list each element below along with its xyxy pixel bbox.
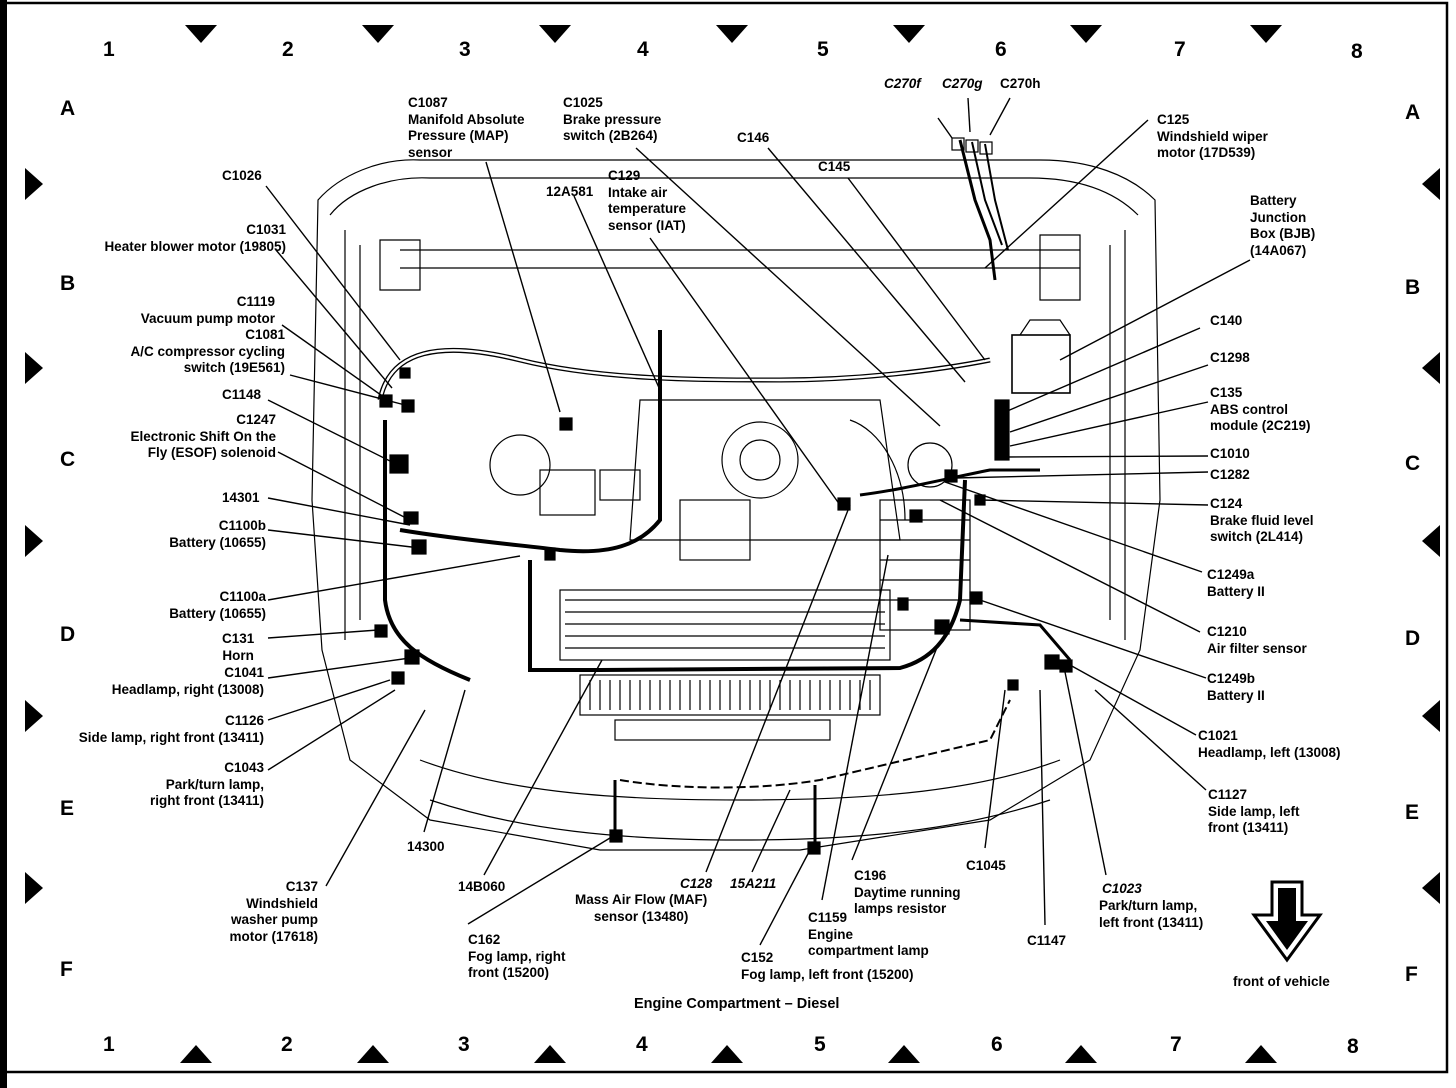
grid-col-top-3: 3 — [459, 38, 471, 61]
label-c1010: C1010 — [1210, 446, 1250, 461]
label-c131: C131 Horn — [222, 631, 255, 663]
grid-col-bottom-6: 6 — [991, 1033, 1003, 1056]
label-c135: C135 ABS control module (2C219) — [1210, 385, 1311, 433]
label-c128-desc: Mass Air Flow (MAF) sensor (13480) — [575, 892, 708, 924]
label-c1247: C1247 Electronic Shift On the Fly (ESOF)… — [130, 412, 276, 460]
grid-row-left-c: C — [60, 448, 76, 471]
grid-col-bottom-5: 5 — [814, 1033, 826, 1056]
label-c1298: C1298 — [1210, 350, 1250, 365]
front-arrow-icon — [1251, 880, 1323, 963]
left-zone-markers — [25, 168, 43, 904]
label-12a581: 12A581 — [546, 184, 594, 199]
label-c1127: C1127 Side lamp, left front (13411) — [1208, 787, 1300, 835]
label-c1023: C1023 — [1102, 881, 1142, 896]
label-c1021: C1021 Headlamp, left (13008) — [1198, 728, 1341, 760]
label-14b060: 14B060 — [458, 879, 506, 894]
grid-col-top-4: 4 — [637, 38, 649, 61]
label-c129: C129 Intake air temperature sensor (IAT) — [608, 168, 687, 233]
label-c270g: C270g — [942, 76, 983, 91]
front-of-vehicle-label: front of vehicle — [1233, 974, 1330, 989]
label-c162: C162 Fog lamp, right front (15200) — [468, 932, 566, 980]
grid-col-bottom-4: 4 — [636, 1033, 648, 1056]
label-15a211: 15A211 — [730, 876, 777, 891]
label-c140: C140 — [1210, 313, 1243, 328]
label-c145: C145 — [818, 159, 851, 174]
grid-row-right-b: B — [1405, 276, 1421, 299]
label-c1026: C1026 — [222, 168, 262, 183]
grid-row-right-c: C — [1405, 452, 1421, 475]
label-c270h: C270h — [1000, 76, 1041, 91]
label-c1100b: C1100b Battery (10655) — [169, 518, 266, 550]
grid-col-top-2: 2 — [282, 38, 294, 61]
leader-lines — [265, 97, 1251, 946]
label-c125: C125 Windshield wiper motor (17D539) — [1157, 112, 1268, 160]
label-c146: C146 — [737, 130, 770, 145]
label-bjb: Battery Junction Box (BJB) (14A067) — [1250, 193, 1316, 258]
label-c1147: C1147 — [1027, 933, 1067, 948]
label-c1041: C1041 Headlamp, right (13008) — [111, 665, 264, 697]
label-c1119: C1119 Vacuum pump motor — [140, 294, 275, 326]
left-edge-bar — [0, 0, 7, 1088]
grid-col-bottom-7: 7 — [1170, 1033, 1182, 1056]
grid-col-top-5: 5 — [817, 38, 829, 61]
label-c1249b: C1249b Battery II — [1207, 671, 1265, 703]
grid-row-right-f: F — [1405, 963, 1418, 986]
grid-row-left-e: E — [60, 797, 75, 820]
label-c128: C128 — [680, 876, 713, 891]
label-c1148: C1148 — [222, 387, 262, 402]
top-zone-markers — [185, 25, 1282, 43]
label-c1025: C1025 Brake pressure switch (2B264) — [563, 95, 662, 143]
grid-row-left-b: B — [60, 272, 76, 295]
label-c1031: C1031 Heater blower motor (19805) — [104, 222, 286, 254]
label-c1126: C1126 Side lamp, right front (13411) — [78, 713, 264, 745]
label-c1210: C1210 Air filter sensor — [1207, 624, 1307, 656]
engine-compartment-drawing — [311, 137, 1161, 855]
grid-row-left-a: A — [60, 97, 76, 120]
grid-col-top-1: 1 — [103, 38, 115, 61]
label-c124: C124 Brake fluid level switch (2L414) — [1210, 496, 1314, 544]
grid-col-top-7: 7 — [1174, 38, 1186, 61]
label-c1087: C1087 Manifold Absolute Pressure (MAP) s… — [408, 95, 525, 160]
grid-row-right-e: E — [1405, 801, 1420, 824]
label-c270f: C270f — [884, 76, 921, 91]
grid-row-right-d: D — [1405, 627, 1421, 650]
label-c1043: C1043 Park/turn lamp, right front (13411… — [149, 760, 264, 808]
grid-row-left-d: D — [60, 623, 76, 646]
grid-col-top-6: 6 — [995, 38, 1007, 61]
label-c196: C196 Daytime running lamps resistor — [854, 868, 961, 916]
label-c152: C152 Fog lamp, left front (15200) — [741, 950, 914, 982]
label-c1282: C1282 — [1210, 467, 1250, 482]
grid-col-bottom-1: 1 — [103, 1033, 115, 1056]
label-c1249a: C1249a Battery II — [1207, 567, 1265, 599]
label-c1045: C1045 — [966, 858, 1006, 873]
label-14300: 14300 — [407, 839, 445, 854]
label-c1023-desc: Park/turn lamp, left front (13411) — [1099, 898, 1204, 930]
label-c1159: C1159 Engine compartment lamp — [808, 910, 929, 958]
label-c1081: C1081 A/C compressor cycling switch (19E… — [130, 327, 285, 375]
label-c1100a: C1100a Battery (10655) — [169, 589, 266, 621]
bottom-zone-markers — [180, 1045, 1277, 1063]
grid-col-bottom-8: 8 — [1347, 1035, 1359, 1058]
grid-col-bottom-3: 3 — [458, 1033, 470, 1056]
diagram-title: Engine Compartment – Diesel — [634, 996, 840, 1012]
grid-col-top-8: 8 — [1351, 40, 1363, 63]
grid-col-bottom-2: 2 — [281, 1033, 293, 1056]
label-c137: C137 Windshield washer pump motor (17618… — [229, 879, 318, 944]
label-14301: 14301 — [222, 490, 260, 505]
right-zone-markers — [1422, 168, 1440, 904]
grid-row-right-a: A — [1405, 101, 1421, 124]
grid-row-left-f: F — [60, 958, 73, 981]
